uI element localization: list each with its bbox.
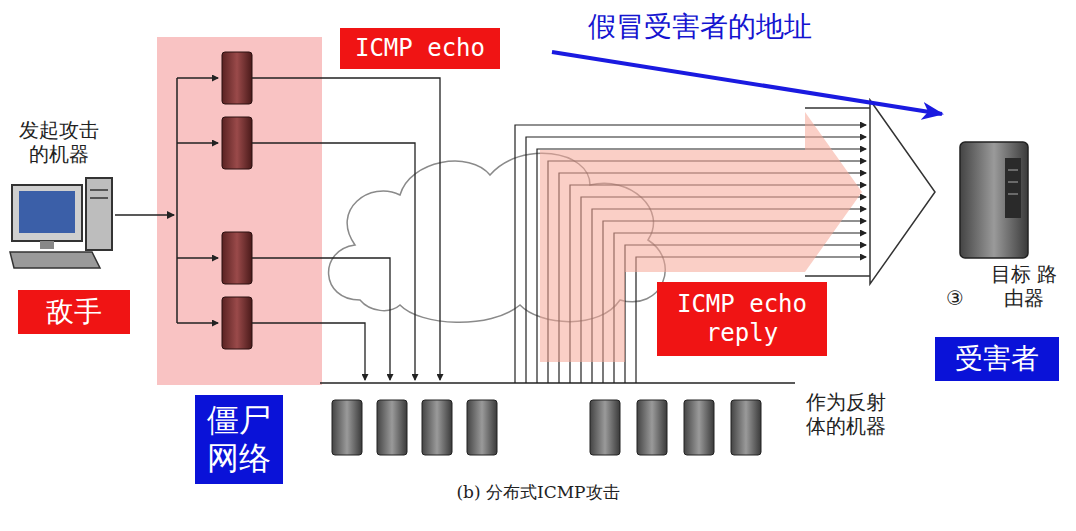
protocol-tag: ICMP echo reply — [657, 282, 827, 356]
node-text: 敌手 — [44, 295, 104, 329]
attacker-computer — [10, 178, 112, 268]
machine-label: 作为反射 体的机器 — [806, 390, 894, 438]
botnet-region — [157, 37, 322, 385]
role-tag: 受害者 — [935, 337, 1059, 381]
target-router — [960, 142, 1028, 258]
big-arrow-outline — [805, 100, 935, 284]
role-tag: 敌手 — [18, 290, 130, 334]
node-text: 受害者 — [953, 342, 1041, 376]
role-tag: 僵尸 网络 — [195, 395, 283, 484]
reflector-machines — [332, 400, 761, 455]
reply-flow-highlight — [540, 112, 862, 362]
protocol-tag: ICMP echo — [340, 28, 500, 69]
device-label: 目标 路由器 — [990, 262, 1058, 310]
machine-label: 发起攻击 的机器 — [16, 118, 102, 166]
node-text: ICMP echo reply — [667, 290, 817, 348]
node-text: 僵尸 网络 — [205, 401, 273, 478]
figure-caption: (b) 分布式ICMP攻击 — [388, 481, 688, 504]
command-lines — [115, 78, 218, 323]
spoof-arrow — [552, 52, 942, 114]
callout-number: ③ — [946, 286, 974, 310]
spoof-note: 假冒受害者的地址 — [588, 10, 848, 44]
node-text: ICMP echo — [352, 34, 488, 63]
zombie-servers — [222, 52, 252, 349]
